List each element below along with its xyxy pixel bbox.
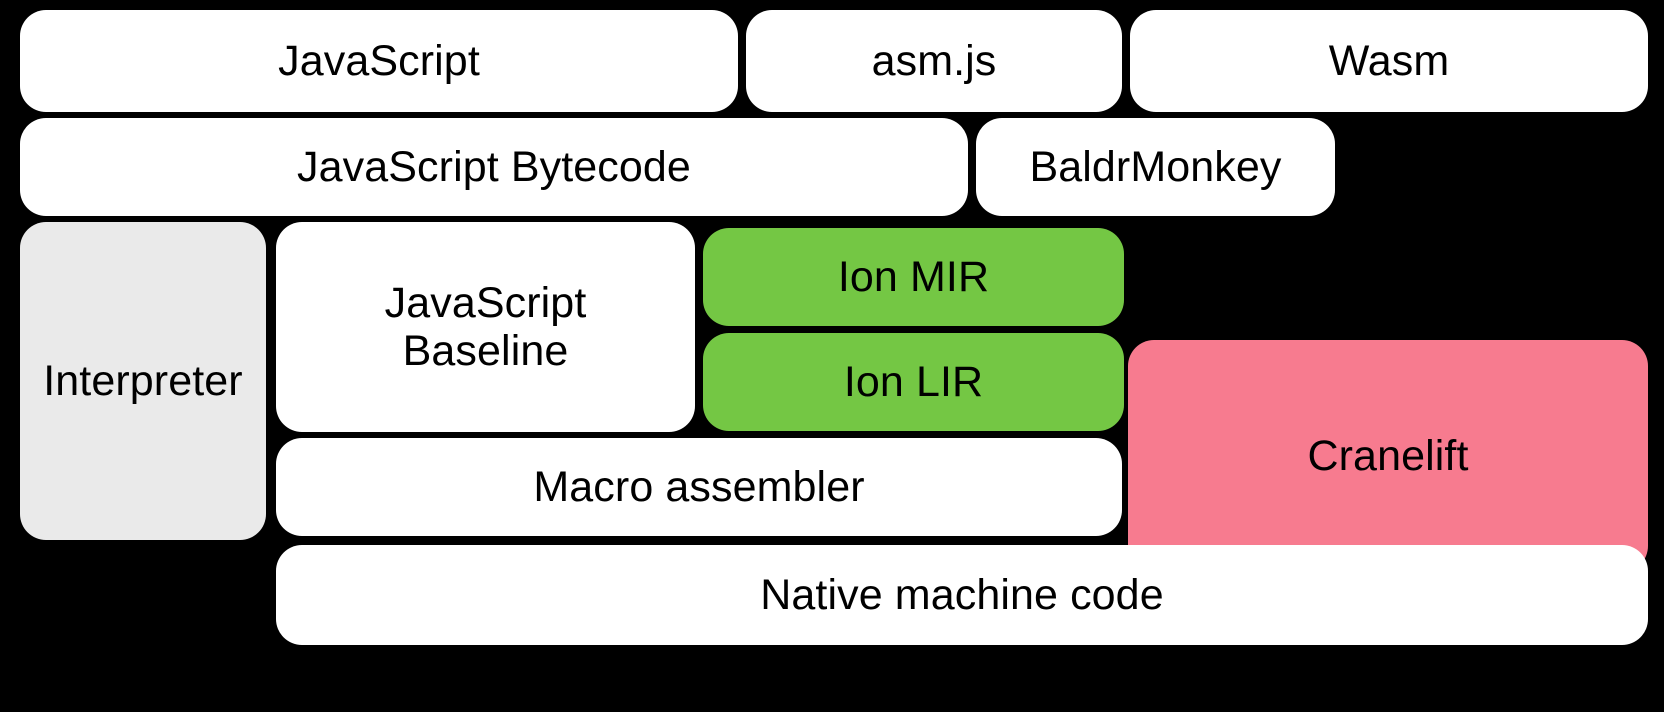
node-asmjs: asm.js <box>746 10 1122 112</box>
node-wasm: Wasm <box>1130 10 1648 112</box>
node-javascript-baseline: JavaScript Baseline <box>276 222 695 432</box>
node-native-machine-code: Native machine code <box>276 545 1648 645</box>
node-javascript: JavaScript <box>20 10 738 112</box>
node-interpreter: Interpreter <box>20 222 266 540</box>
node-javascript-bytecode: JavaScript Bytecode <box>20 118 968 216</box>
node-baldrmonkey: BaldrMonkey <box>976 118 1335 216</box>
node-ion-lir: Ion LIR <box>703 333 1124 431</box>
node-cranelift: Cranelift <box>1128 340 1648 572</box>
node-macro-assembler: Macro assembler <box>276 438 1122 536</box>
node-ion-mir: Ion MIR <box>703 228 1124 326</box>
